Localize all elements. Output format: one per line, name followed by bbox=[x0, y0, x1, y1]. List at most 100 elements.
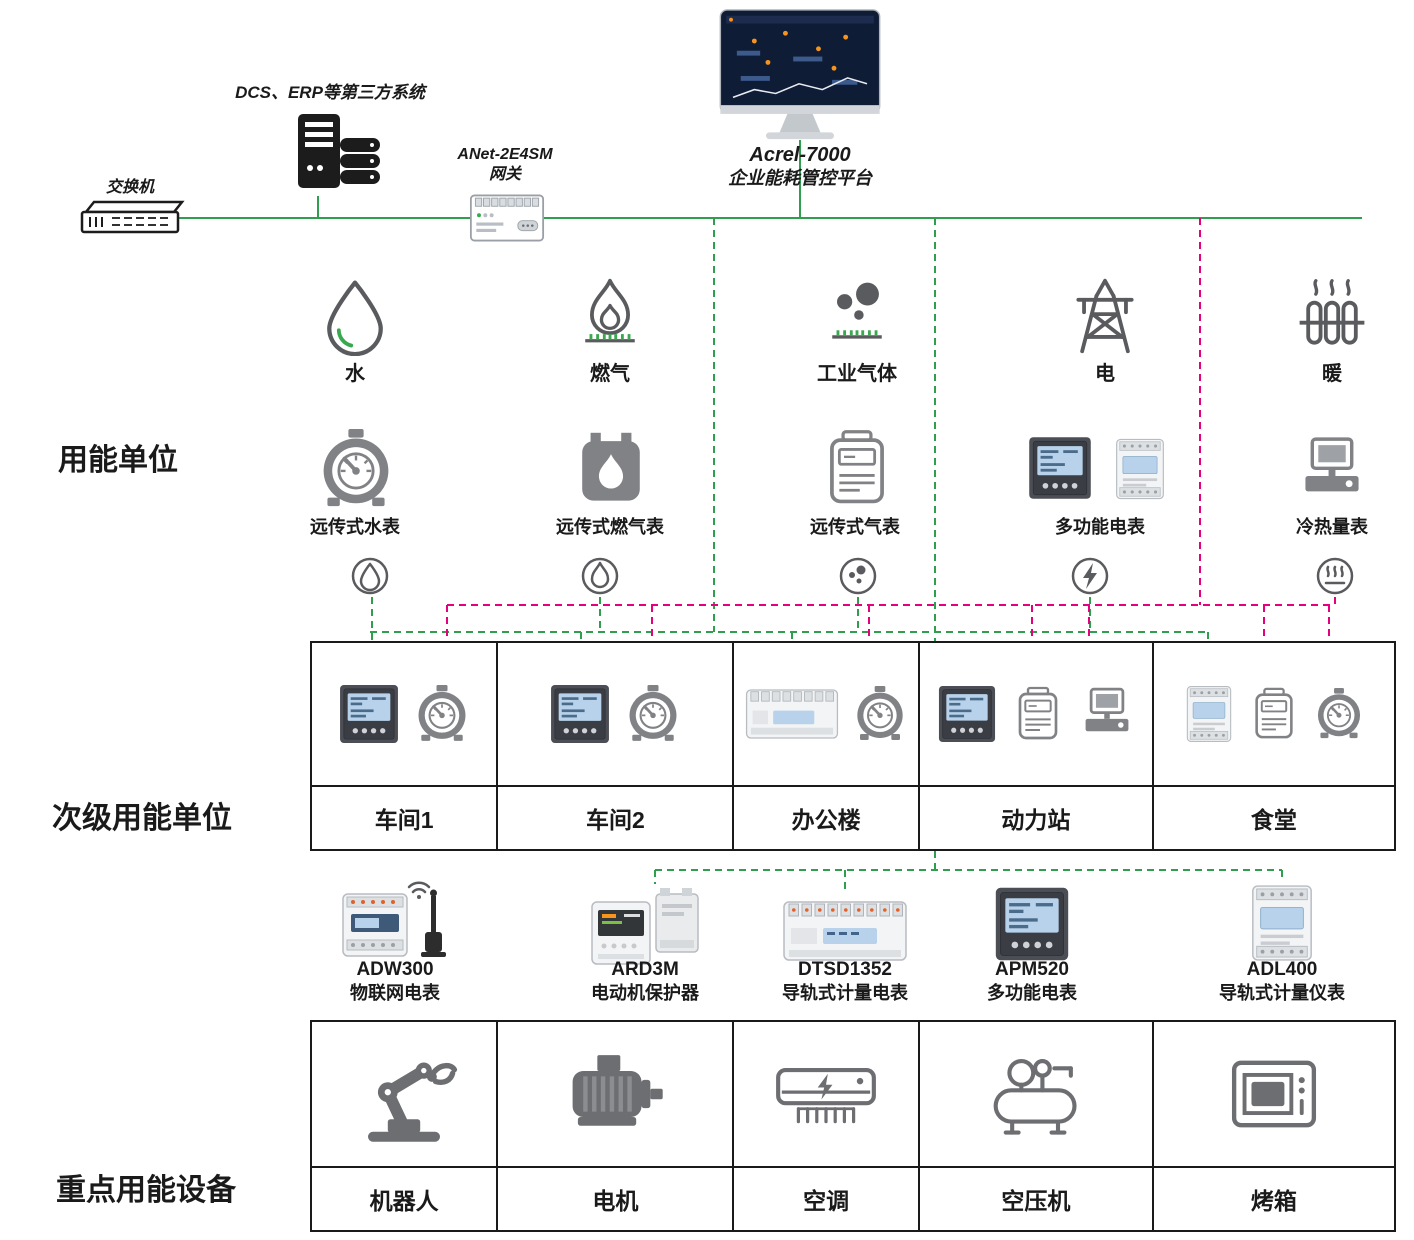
workshop2-icons bbox=[498, 643, 733, 787]
table-col-aircon: 空调 bbox=[734, 1022, 920, 1230]
heat-cool-meter-icon bbox=[1296, 434, 1368, 506]
power-station-icons bbox=[919, 643, 1152, 787]
table-col-oven: 烤箱 bbox=[1153, 1022, 1394, 1230]
meter-label-water: 远传式水表 bbox=[310, 517, 400, 537]
table-col-canteen: 食堂 bbox=[1153, 643, 1394, 849]
heating-radiator-icon bbox=[1292, 276, 1372, 356]
gauge-meter-icon bbox=[852, 686, 908, 742]
section-secondary-units: 次级用能单位 bbox=[52, 802, 232, 835]
table-cell-label: 机器人 bbox=[369, 1188, 439, 1214]
secondary-units-table: 车间1 车间2 办公楼 动力站 bbox=[310, 641, 1396, 851]
meter-label-industrial-gas: 远传式气表 bbox=[810, 517, 900, 537]
table-col-workshop2: 车间2 bbox=[498, 643, 735, 849]
table-cell-label: 烤箱 bbox=[1250, 1188, 1297, 1214]
gauge-meter-icon bbox=[1313, 688, 1365, 740]
workshop1-icons bbox=[312, 643, 497, 787]
energy-type-water: 水 bbox=[345, 363, 365, 385]
office-icons bbox=[734, 643, 918, 787]
energy-type-industrial-gas: 工业气体 bbox=[817, 363, 897, 385]
din-rail-meter-icon bbox=[744, 683, 840, 745]
apm520-meter-icon bbox=[992, 884, 1072, 964]
device-name: 电动机保护器 bbox=[591, 983, 699, 1003]
device-name: 导轨式计量仪表 bbox=[1219, 983, 1345, 1003]
platform-name-label: Acrel-7000 bbox=[749, 144, 851, 166]
platform-sub-label: 企业能耗管控平台 bbox=[728, 168, 872, 188]
table-cell-label: 办公楼 bbox=[791, 807, 861, 833]
table-cell-label: 车间1 bbox=[374, 807, 434, 833]
device-model: ADW300 bbox=[356, 959, 434, 980]
platform-monitor-icon bbox=[717, 8, 883, 144]
adl400-meter-icon bbox=[1247, 882, 1317, 964]
dtsd1352-meter-icon bbox=[781, 892, 909, 968]
panel-meter-icon bbox=[936, 683, 998, 745]
flame-badge-icon bbox=[580, 556, 620, 596]
water-badge-icon bbox=[350, 556, 390, 596]
gas-meter-icon bbox=[1247, 686, 1301, 742]
gateway-icon bbox=[469, 190, 545, 246]
table-cell-label: 空调 bbox=[803, 1188, 850, 1214]
multifunction-meter-panel-icon bbox=[1026, 434, 1094, 502]
gateway-name-label: ANet-2E4SM bbox=[457, 146, 553, 163]
table-cell-label: 电机 bbox=[592, 1188, 639, 1214]
motor-icons bbox=[498, 1022, 733, 1168]
device-model: ADL400 bbox=[1246, 959, 1318, 980]
switch-label: 交换机 bbox=[105, 179, 154, 196]
gas-meter-icon bbox=[572, 430, 650, 508]
section-key-equipment: 重点用能设备 bbox=[56, 1174, 236, 1207]
gateway-sub-label: 网关 bbox=[488, 166, 521, 183]
key-equipment-table: 机器人 电机 空调 空压机 烤箱 bbox=[310, 1020, 1396, 1232]
gas-flame-icon bbox=[570, 276, 650, 356]
device-name: 物联网电表 bbox=[350, 983, 440, 1003]
panel-meter-icon bbox=[337, 682, 401, 746]
electric-badge-icon bbox=[1070, 556, 1110, 596]
table-col-compressor: 空压机 bbox=[919, 1022, 1154, 1230]
device-model: ARD3M bbox=[611, 959, 679, 980]
table-cell-label: 动力站 bbox=[1001, 807, 1071, 833]
section-energy-units: 用能单位 bbox=[58, 444, 178, 477]
canteen-icons bbox=[1153, 643, 1394, 787]
adw300-iot-meter-icon bbox=[339, 872, 451, 960]
ard3m-motor-protector-icon bbox=[590, 884, 702, 968]
table-col-power-station: 动力站 bbox=[919, 643, 1154, 849]
meter-label-gas: 远传式燃气表 bbox=[556, 517, 664, 537]
gauge-meter-icon bbox=[413, 685, 471, 743]
oven-icon bbox=[1222, 1050, 1326, 1138]
table-cell-label: 车间2 bbox=[585, 807, 645, 833]
device-name: 导轨式计量电表 bbox=[782, 983, 908, 1003]
device-name: 多功能电表 bbox=[987, 983, 1077, 1003]
robot-arm-icon bbox=[350, 1040, 458, 1148]
water-icon bbox=[315, 276, 395, 356]
air-compressor-icon bbox=[981, 1048, 1091, 1140]
industrial-gas-icon bbox=[817, 276, 897, 356]
electricity-tower-icon bbox=[1065, 276, 1145, 356]
meter-label-heat: 冷热量表 bbox=[1296, 517, 1368, 537]
device-model: APM520 bbox=[995, 959, 1069, 980]
electric-motor-icon bbox=[562, 1049, 668, 1139]
gauge-meter-icon bbox=[624, 685, 682, 743]
compressor-icons bbox=[919, 1022, 1152, 1168]
aircon-icons bbox=[734, 1022, 918, 1168]
energy-type-electric: 电 bbox=[1095, 363, 1115, 385]
heat-badge-icon bbox=[1315, 556, 1355, 596]
energy-type-heat: 暖 bbox=[1322, 363, 1342, 385]
meter-label-electric: 多功能电表 bbox=[1055, 517, 1145, 537]
computer-terminal-icon bbox=[1078, 685, 1136, 743]
energy-type-gas: 燃气 bbox=[590, 363, 630, 385]
table-col-robot: 机器人 bbox=[312, 1022, 499, 1230]
third-party-label: DCS、ERP等第三方系统 bbox=[235, 83, 425, 102]
din-module-meter-icon bbox=[1183, 683, 1235, 745]
table-col-office: 办公楼 bbox=[734, 643, 920, 849]
oven-icons bbox=[1153, 1022, 1394, 1168]
panel-meter-icon bbox=[548, 682, 612, 746]
multifunction-meter-din-icon bbox=[1112, 436, 1168, 502]
server-icon bbox=[288, 112, 384, 196]
table-cell-label: 空压机 bbox=[1001, 1188, 1071, 1214]
device-model: DTSD1352 bbox=[798, 959, 892, 980]
air-conditioner-icon bbox=[770, 1048, 882, 1140]
table-col-workshop1: 车间1 bbox=[312, 643, 499, 849]
remote-gas-meter-icon bbox=[818, 428, 896, 508]
gas-badge-icon bbox=[838, 556, 878, 596]
table-cell-label: 食堂 bbox=[1250, 807, 1297, 833]
water-meter-icon bbox=[316, 428, 396, 510]
